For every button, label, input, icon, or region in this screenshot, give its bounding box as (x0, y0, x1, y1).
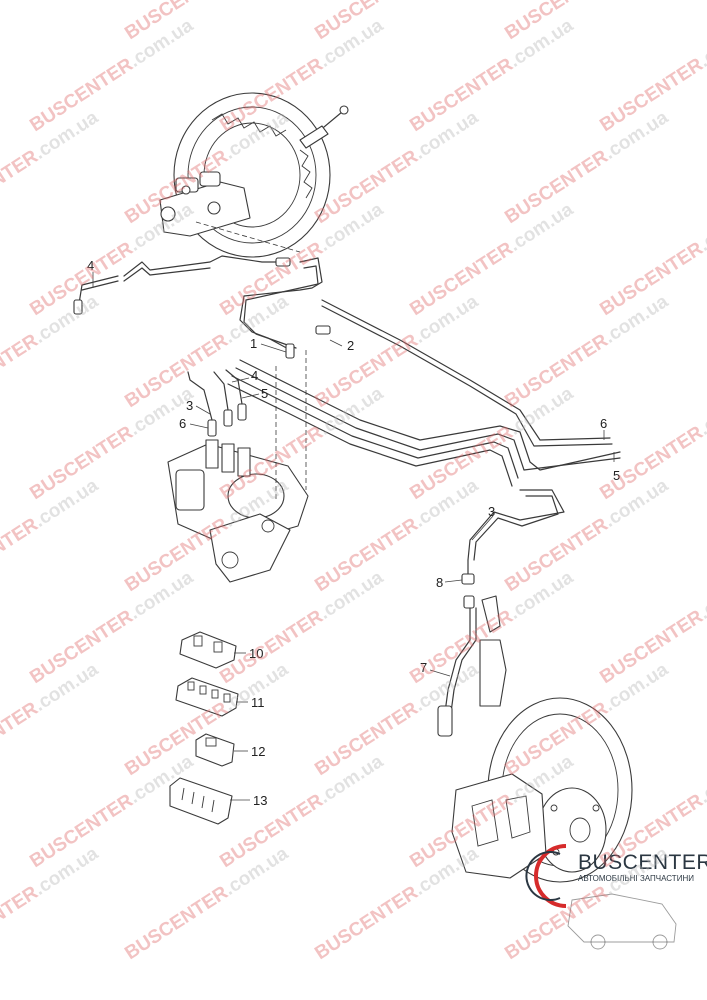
watermark-text: BUSCENTER.com.ua (501, 291, 672, 412)
callout-4-abs: 4 (251, 368, 258, 383)
watermark-text: BUSCENTER.com.ua (26, 15, 197, 136)
watermark-text: BUSCENTER.com.ua (216, 751, 387, 872)
watermark-text: BUSCENTER.com.ua (26, 751, 197, 872)
watermark-text: BUSCENTER.com.ua (501, 475, 672, 596)
master-cylinder (159, 171, 301, 253)
clip-12 (195, 733, 235, 767)
callout-5-right: 5 (613, 468, 620, 483)
watermark-text: BUSCENTER.com.ua (26, 199, 197, 320)
watermark-text: BUSCENTER.com.ua (311, 475, 482, 596)
watermark-text: BUSCENTER.com.ua (311, 843, 482, 964)
watermark-text: BUSCENTER.com.ua (406, 199, 577, 320)
callout-5-abs: 5 (261, 386, 268, 401)
clip-11 (175, 677, 239, 717)
callout-2: 2 (347, 338, 354, 353)
watermark-text: BUSCENTER.com.ua (406, 383, 577, 504)
watermark-text: BUSCENTER.com.ua (311, 659, 482, 780)
callout-8: 8 (436, 575, 443, 590)
logo-arc (534, 844, 567, 908)
clip-10 (179, 631, 237, 669)
callout-10: 10 (249, 646, 263, 661)
watermark-text: BUSCENTER.com.ua (121, 843, 292, 964)
watermark-text: BUSCENTER.com.ua (121, 0, 292, 44)
callout-6-right: 6 (600, 416, 607, 431)
callout-labels: 1 2 3 3 4 4 5 5 6 6 7 8 10 11 12 13 (87, 258, 620, 808)
callout-3-abs: 3 (186, 398, 193, 413)
watermark-text: BUSCENTER.com.ua (0, 0, 102, 44)
abs-control-unit (167, 350, 309, 583)
watermark-text: BUSCENTER.com.ua (216, 567, 387, 688)
buscenter-logo: BUSCENTER АВТОМОБІЛЬНІ ЗАПЧАСТИНИ (525, 844, 707, 950)
callout-6-abs: 6 (179, 416, 186, 431)
watermark-text: BUSCENTER.com.ua (311, 0, 482, 44)
callout-13: 13 (253, 793, 267, 808)
brake-line-main-bundle (227, 257, 621, 561)
brake-hose-and-caliper (437, 559, 507, 737)
callout-12: 12 (251, 744, 265, 759)
watermark-text: BUSCENTER.com.ua (311, 107, 482, 228)
clip-13 (169, 777, 233, 825)
watermark-text: BUSCENTER.com.ua (121, 659, 292, 780)
watermark-text: BUSCENTER.com.ua (311, 291, 482, 412)
callout-4-left: 4 (87, 258, 94, 273)
callout-1: 1 (250, 336, 257, 351)
leader-lines (92, 272, 615, 801)
logo-brand-name: BUSCENTER (578, 851, 707, 874)
callout-3-hose-line: 3 (488, 504, 495, 519)
brake-line-4-left (73, 255, 291, 315)
watermark-text: BUSCENTER.com.ua (501, 107, 672, 228)
watermark-text: BUSCENTER.com.ua (26, 567, 197, 688)
logo-tagline: АВТОМОБІЛЬНІ ЗАПЧАСТИНИ (578, 874, 694, 883)
watermark-text: BUSCENTER.com.ua (501, 0, 672, 44)
callout-7: 7 (420, 660, 427, 675)
callout-11: 11 (251, 695, 265, 710)
watermark-text: BUSCENTER.com.ua (406, 15, 577, 136)
